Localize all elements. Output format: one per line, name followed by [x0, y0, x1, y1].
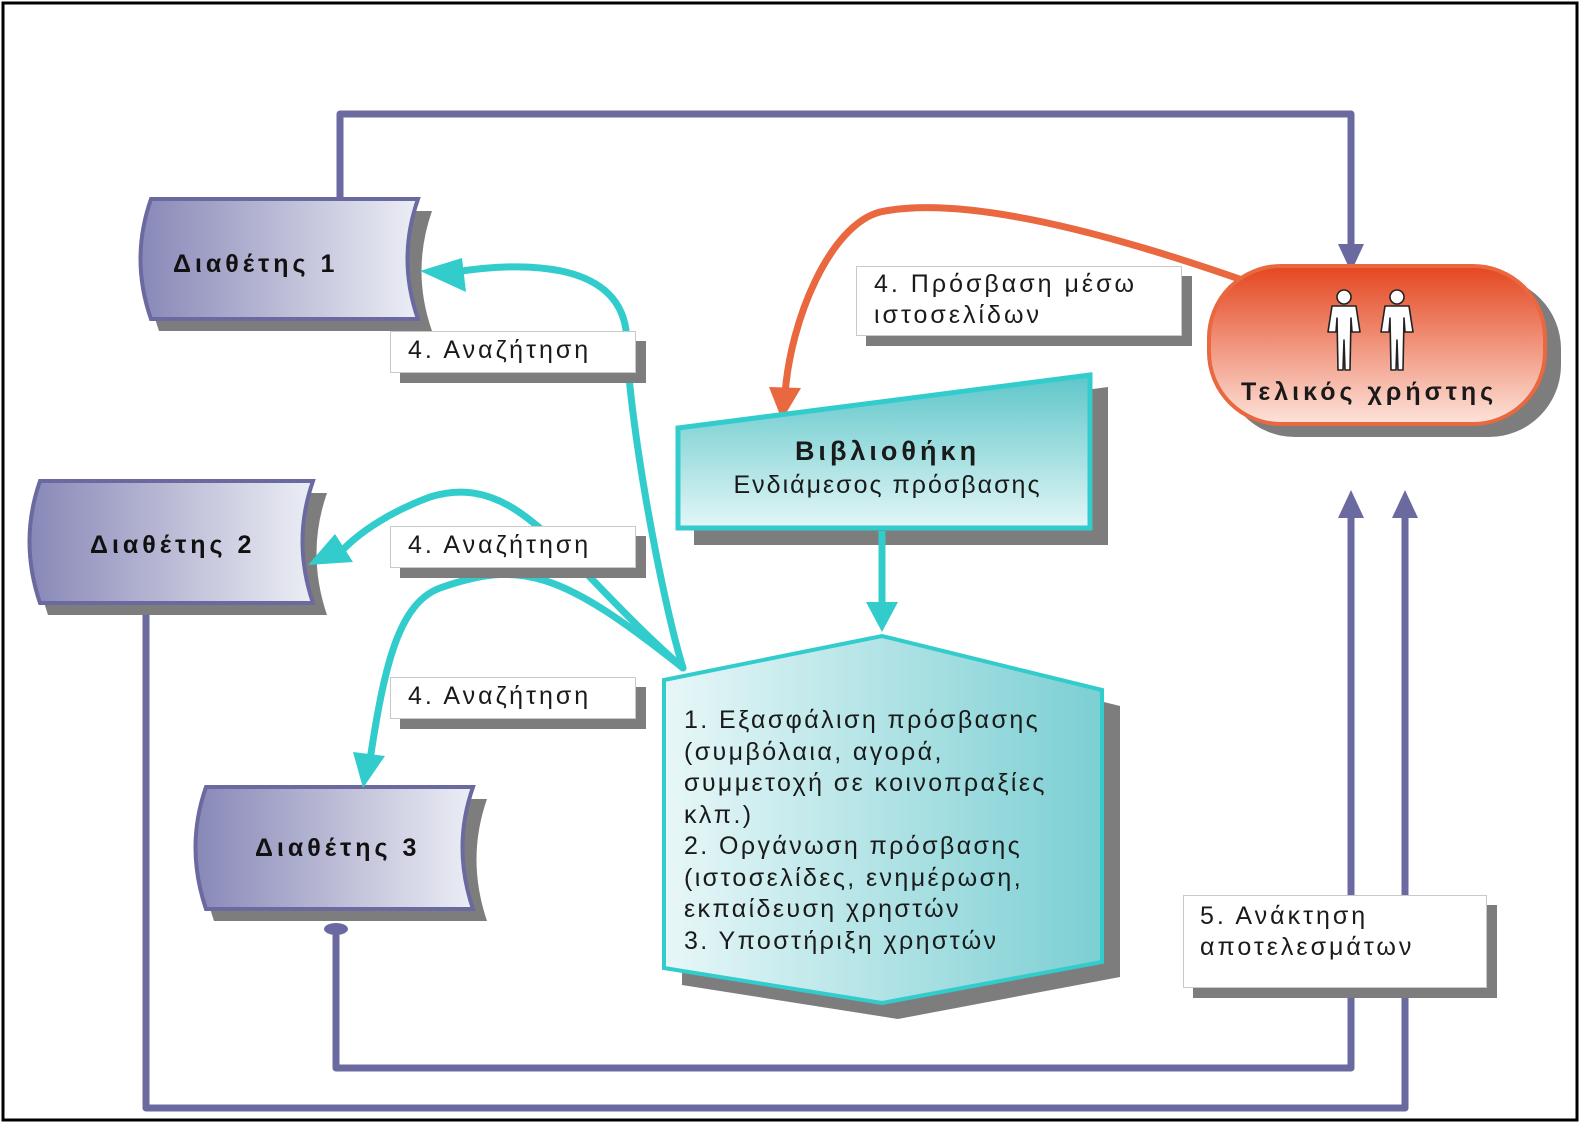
search-tag-1: 4. Αναζήτηση [390, 331, 636, 373]
end-user-label: Τελικός χρήστης [1241, 378, 1498, 406]
retrieval-tag-line-2: αποτελεσμάτων [1200, 933, 1415, 961]
search-tag-3: 4. Αναζήτηση [390, 677, 636, 719]
web-access-tag: 4. Πρόσβαση μέσω ιστοσελίδων [856, 266, 1182, 336]
task-line: εκπαίδευση χρηστών [684, 895, 961, 923]
provider-connectors [142, 110, 1409, 1112]
web-access-tag-line-2: ιστοσελίδων [874, 301, 1042, 329]
connector-provider1-to-user [336, 110, 1355, 248]
library-box [675, 372, 1108, 545]
library-tasks-text: 1. Εξασφάλιση πρόσβασης (συμβόλαια, αγορ… [684, 705, 1096, 957]
provider-3-shape [193, 785, 487, 921]
search-arrow-provider1 [451, 263, 687, 672]
search-arrow-provider3 [366, 570, 687, 764]
library-title: Βιβλιοθήκη [794, 436, 981, 466]
provider-2-shape [27, 479, 327, 615]
provider-3-label: Διαθέτης 3 [255, 834, 421, 862]
arrowhead-retrieval-2 [1392, 490, 1418, 518]
task-line: 2. Οργάνωση πρόσβασης [684, 832, 1023, 860]
connector-arrowheads [1338, 244, 1418, 518]
task-line: (συμβόλαια, αγορά, [684, 737, 944, 766]
retrieval-tag: 5. Ανάκτηση αποτελεσμάτων [1183, 895, 1487, 988]
end-user-shape [1207, 264, 1561, 437]
task-line: κλπ.) [684, 800, 754, 829]
arrowhead-to-user-top [1338, 244, 1364, 272]
two-people-icon [1327, 289, 1414, 371]
web-access-arrow [781, 204, 1252, 399]
task-line: συμμετοχή σε κοινοπραξίες [684, 769, 1047, 797]
connector-provider2-to-user [142, 512, 1409, 1112]
search-arrow-provider2 [334, 488, 687, 672]
library-to-tasks-arrowhead [866, 602, 898, 632]
arrowhead-retrieval-1 [1338, 490, 1364, 518]
task-line: (ιστοσελίδες, ενημέρωση, [684, 863, 1024, 892]
search-tag-3-text: 4. Αναζήτηση [408, 682, 592, 710]
search-tag-1-text: 4. Αναζήτηση [408, 336, 592, 364]
search-tag-2-text: 4. Αναζήτηση [408, 531, 592, 559]
retrieval-tag-line-1: 5. Ανάκτηση [1200, 902, 1369, 930]
library-subtitle: Ενδιάμεσος πρόσβασης [733, 471, 1042, 499]
task-line: 3. Υποστήριξη χρηστών [684, 926, 999, 955]
provider-1-label: Διαθέτης 1 [173, 250, 339, 278]
web-access-tag-line-1: 4. Πρόσβαση μέσω [874, 270, 1138, 298]
web-access-arrowhead [769, 387, 801, 420]
search-arrowheads [308, 258, 466, 788]
task-line: 1. Εξασφάλιση πρόσβασης [684, 706, 1041, 734]
provider-2-label: Διαθέτης 2 [90, 531, 256, 559]
connector-provider3-to-user [332, 512, 1355, 1072]
search-tag-2: 4. Αναζήτηση [390, 526, 636, 568]
tasks-hexagon [662, 633, 1120, 1019]
provider-1-shape [138, 197, 432, 331]
